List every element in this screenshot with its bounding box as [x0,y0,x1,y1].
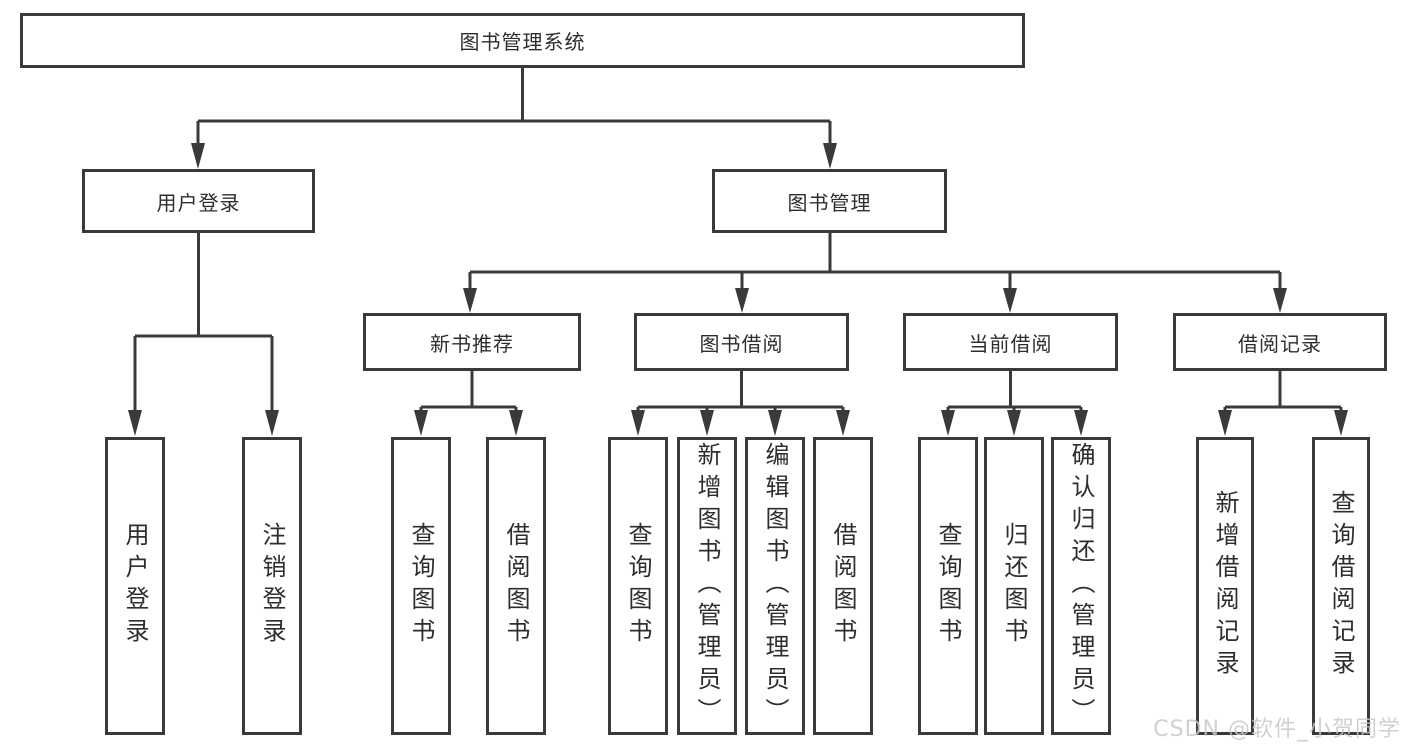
node-query-books-recommend: 查询图书 [391,437,451,735]
node-book-management: 图书管理 [712,169,947,233]
node-user-login-branch: 用户登录 [82,169,315,233]
node-confirm-return-admin: 确认归还（管理员） [1051,437,1111,735]
node-current-borrow: 当前借阅 [903,313,1118,371]
node-new-book-recommend-label: 新书推荐 [430,331,514,356]
connector-book-borrow [636,371,845,412]
connector-root [196,68,832,146]
node-new-book-recommend: 新书推荐 [363,313,581,371]
connector-user-login [133,233,274,412]
node-add-book-admin-label: 新增图书（管理员） [693,442,721,730]
node-library-system-label: 图书管理系统 [459,30,586,54]
node-book-borrow: 图书借阅 [634,313,849,371]
node-borrow-books-recommend-label: 借阅图书 [502,522,530,650]
node-book-borrow-label: 图书借阅 [699,331,784,356]
watermark: CSDN @软件_小贺同学 [1153,717,1401,742]
node-query-books-recommend-label: 查询图书 [407,522,435,650]
node-borrow-books-leaf: 借阅图书 [813,437,873,735]
node-logout-label: 注销登录 [258,522,286,650]
node-current-borrow-label: 当前借阅 [968,331,1053,356]
node-add-book-admin: 新增图书（管理员） [677,437,737,735]
node-query-books-borrow-label: 查询图书 [624,522,652,650]
node-add-borrow-record: 新增借阅记录 [1196,437,1254,735]
node-edit-book-admin: 编辑图书（管理员） [745,437,805,735]
node-book-management-label: 图书管理 [787,190,872,215]
node-return-books-label: 归还图书 [1000,522,1028,650]
node-query-books-borrow: 查询图书 [608,437,668,735]
node-user-login-branch-label: 用户登录 [156,190,241,215]
node-query-books-current: 查询图书 [918,437,978,735]
node-user-login-leaf-label: 用户登录 [121,522,149,650]
node-add-borrow-record-label: 新增借阅记录 [1211,490,1239,682]
node-user-login-leaf: 用户登录 [105,437,165,735]
node-logout: 注销登录 [242,437,302,735]
node-borrow-books-leaf-label: 借阅图书 [829,522,857,650]
connector-current-borrow [946,371,1083,412]
node-query-books-current-label: 查询图书 [934,522,962,650]
node-borrow-records: 借阅记录 [1173,313,1387,371]
connector-borrow-records [1223,371,1343,412]
node-library-system: 图书管理系统 [20,13,1025,68]
connector-book-management [468,233,1282,290]
connector-new-book-recommend [419,371,518,412]
node-borrow-records-label: 借阅记录 [1238,331,1322,356]
node-confirm-return-admin-label: 确认归还（管理员） [1067,442,1095,730]
node-query-borrow-record-label: 查询借阅记录 [1327,490,1355,682]
node-borrow-books-recommend: 借阅图书 [486,437,546,735]
node-return-books: 归还图书 [984,437,1044,735]
arrowheads [128,143,1348,436]
node-edit-book-admin-label: 编辑图书（管理员） [761,442,789,730]
node-query-borrow-record: 查询借阅记录 [1312,437,1370,735]
